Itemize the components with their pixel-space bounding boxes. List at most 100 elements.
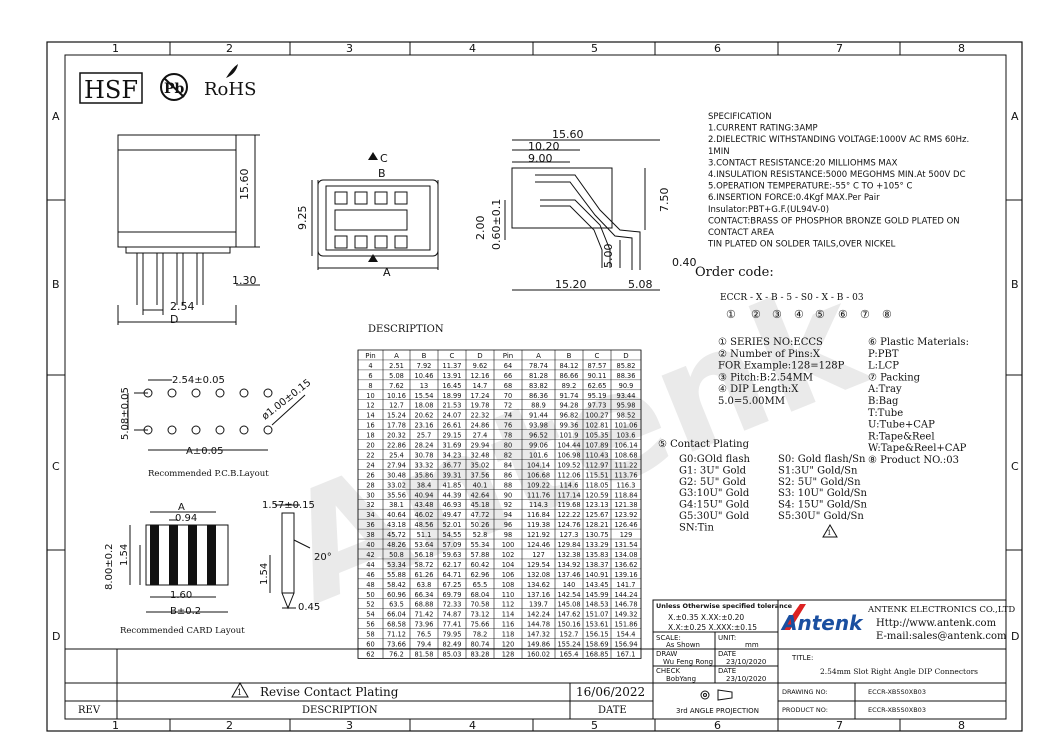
dim-label: 20°	[314, 552, 332, 563]
pin-table-cell: 48.56	[415, 521, 434, 529]
pin-table-cell: 41.85	[443, 481, 462, 489]
pin-table-cell: 86.36	[529, 392, 548, 400]
pin-table-cell: 128	[502, 650, 515, 658]
plating-item: G3:10U" Gold	[679, 488, 750, 499]
pin-table-cell: 33.02	[387, 481, 406, 489]
pcb-layout	[127, 379, 306, 451]
pin-table-cell: 86	[504, 471, 512, 479]
revision-description: Revise Contact Plating	[260, 685, 399, 699]
company-email[interactable]: E-mail:sales@antenk.com	[876, 631, 1007, 642]
scale-label: SCALE:	[656, 634, 681, 642]
pin-table-cell: 58.42	[387, 581, 406, 589]
row-label: C	[52, 460, 60, 473]
draw-name: Wu Feng Rong	[663, 658, 713, 666]
pin-table-cell: 110	[502, 591, 515, 599]
pin-table-cell: 35.02	[471, 461, 490, 469]
spec-line: TIN PLATED ON SOLDER TAILS,OVER NICKEL	[707, 240, 896, 250]
pin-table-cell: 29.94	[471, 442, 490, 450]
side-view	[504, 139, 660, 291]
pin-table-cell: 32	[366, 501, 374, 509]
pin-table-cell: 56.18	[415, 551, 434, 559]
draw-label: DRAW	[656, 650, 677, 658]
pin-table-cell: 155.24	[557, 641, 580, 649]
pin-table-cell: 96.82	[560, 412, 579, 420]
pin-table-cell: 109.22	[527, 481, 550, 489]
pin-table-cell: 62.17	[443, 561, 462, 569]
pin-table-cell: 77.41	[443, 621, 462, 629]
pin-table-cell: 16.45	[443, 382, 462, 390]
pin-table-cell: 109.52	[557, 461, 580, 469]
col-label: 7	[836, 719, 843, 732]
pin-table-cell: 91.44	[529, 412, 548, 420]
pcb-layout-caption: Recommended P.C.B.Layout	[148, 469, 269, 479]
dim-label: 2.54±0.05	[172, 375, 225, 386]
revision-triangle-icon	[822, 524, 838, 538]
product-no-label: PRODUCT NO:	[782, 706, 828, 714]
pin-table-cell: 129	[620, 531, 633, 539]
col-label: 7	[836, 42, 843, 55]
row-label: A	[1011, 110, 1019, 123]
pb-free-icon	[160, 73, 188, 101]
front-view	[117, 134, 260, 325]
pin-table-cell: 66	[504, 372, 512, 380]
spec-line: 5.OPERATION TEMPERATURE:-55° C TO +105° …	[708, 182, 912, 192]
company-website[interactable]: Http://www.antenk.com	[876, 618, 997, 629]
order-marker: ⑦	[860, 308, 870, 321]
col-label: 6	[714, 42, 721, 55]
pin-table-cell: 85.82	[617, 362, 636, 370]
order-item: P:PBT	[868, 349, 899, 360]
title-value: 2.54mm Slot Right Angle DIP Connectors	[820, 667, 978, 676]
pin-table-cell: 17.24	[471, 392, 490, 400]
order-item: B:Bag	[868, 396, 899, 407]
pin-table-cell: 42	[366, 551, 374, 559]
row-label: B	[52, 278, 60, 291]
pin-table-cell: 145.99	[585, 591, 608, 599]
pin-table-cell: 149.86	[527, 641, 550, 649]
col-label: 3	[346, 42, 353, 55]
order-marker: ①	[726, 308, 736, 321]
pin-table-cell: 90.9	[619, 382, 634, 390]
dim-label: 2.54	[170, 300, 195, 313]
pin-table-cell: 72.33	[443, 601, 462, 609]
pin-table-cell: 36	[366, 521, 374, 529]
dim-label: 0.60±0.1	[490, 199, 503, 250]
pin-table-cell: 13	[420, 382, 428, 390]
pin-table-cell: 38	[366, 531, 374, 539]
pin-table-cell: 27.4	[473, 432, 488, 440]
pin-table-cell: 33.32	[415, 461, 434, 469]
spec-line: SPECIFICATION	[708, 112, 772, 122]
pin-table-cell: 114	[502, 611, 515, 619]
pin-table-cell: 102.81	[585, 422, 608, 430]
order-marker: ⑥	[838, 308, 848, 321]
pin-table-cell: 129.54	[527, 561, 550, 569]
pin-table-cell: 13.91	[443, 372, 462, 380]
pin-table-cell: 103.6	[617, 432, 636, 440]
dim-label: B±0.2	[170, 606, 201, 617]
pin-table-cell: 38.1	[389, 501, 404, 509]
pin-table-cell: 68.88	[415, 601, 434, 609]
pin-table-cell: 55.34	[471, 541, 490, 549]
dim-label: 0.45	[298, 602, 320, 613]
pin-table-cell: 43.48	[415, 501, 434, 509]
unit-label: UNIT:	[718, 634, 736, 642]
pin-table-cell: 31.69	[443, 442, 462, 450]
pin-table-cell: 79.95	[443, 631, 462, 639]
pin-table-cell: 104.44	[557, 442, 580, 450]
pin-table-header: D	[623, 352, 628, 360]
dim-label: 9.25	[296, 206, 309, 231]
spec-line: 3.CONTACT RESISTANCE:20 MILLIOHMS MAX	[708, 158, 898, 168]
pin-table-cell: 10.16	[387, 392, 406, 400]
pin-table-cell: 78.2	[473, 631, 488, 639]
pin-table-cell: 25.4	[389, 451, 404, 459]
pin-table-cell: 18.08	[415, 402, 434, 410]
pin-table-cell: 54	[366, 611, 374, 619]
pin-table-cell: 147.32	[527, 631, 550, 639]
pin-table-cell: 127	[532, 551, 545, 559]
pin-table-cell: 73.66	[387, 641, 406, 649]
pin-table-cell: 53.34	[387, 561, 406, 569]
pin-table-cell: 104.14	[527, 461, 550, 469]
pin-table-cell: 147.62	[557, 611, 580, 619]
